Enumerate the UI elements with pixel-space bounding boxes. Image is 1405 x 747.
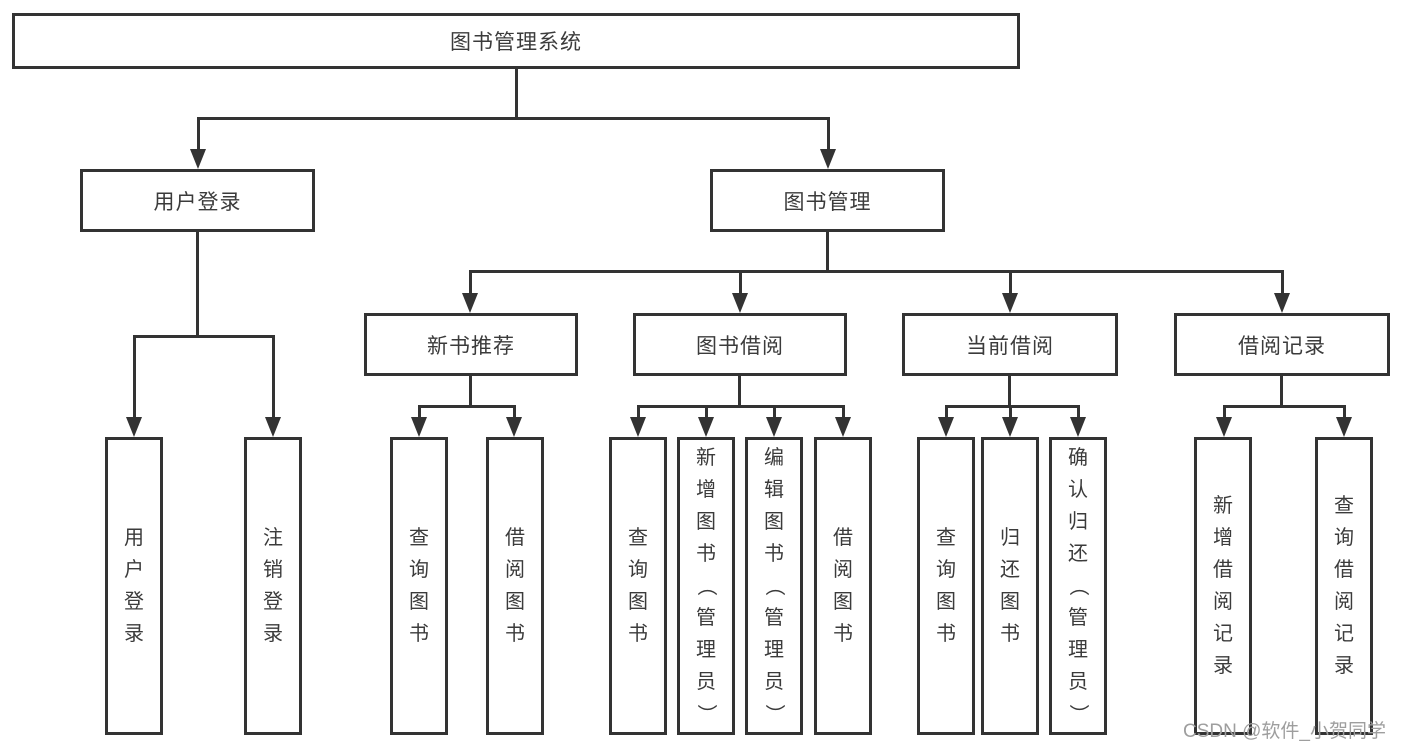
leaf-borrow-books: 借阅图书 — [814, 437, 872, 735]
node-book-borrowing: 图书借阅 — [633, 313, 847, 376]
connector-arrow-down-icon — [1002, 405, 1018, 437]
connector-arrow-down-icon — [938, 405, 954, 437]
connector-arrow-down-icon — [766, 405, 782, 437]
connector-arrow-down-icon — [126, 335, 142, 437]
connector-line — [197, 117, 829, 120]
connector-arrow-down-icon — [1216, 405, 1232, 437]
leaf-query-borrow-record: 查询借阅记录 — [1315, 437, 1373, 735]
connector-arrow-down-icon — [732, 270, 748, 313]
connector-arrow-down-icon — [630, 405, 646, 437]
connector-line — [826, 230, 829, 273]
leaf-query-books: 查询图书 — [917, 437, 975, 735]
node-book-management: 图书管理 — [710, 169, 945, 232]
connector-line — [1223, 405, 1345, 408]
connector-arrow-down-icon — [820, 117, 836, 169]
connector-arrow-down-icon — [1336, 405, 1352, 437]
leaf-add-borrow-record: 新增借阅记录 — [1194, 437, 1252, 735]
node-library-management-system: 图书管理系统 — [12, 13, 1020, 69]
leaf-query-books: 查询图书 — [609, 437, 667, 735]
connector-arrow-down-icon — [190, 117, 206, 169]
watermark: CSDN @软件_小贺同学 — [1183, 721, 1386, 742]
connector-arrow-down-icon — [265, 335, 281, 437]
connector-arrow-down-icon — [698, 405, 714, 437]
node-user-login: 用户登录 — [80, 169, 315, 232]
connector-line — [469, 374, 472, 408]
leaf-return-books: 归还图书 — [981, 437, 1039, 735]
leaf-confirm-return-admin: 确认归还（管理员） — [1049, 437, 1107, 735]
connector-line — [469, 270, 1283, 273]
connector-line — [418, 405, 516, 408]
leaf-user-login: 用户登录 — [105, 437, 163, 735]
connector-line — [638, 405, 844, 408]
connector-line — [738, 374, 741, 408]
leaf-logout: 注销登录 — [244, 437, 302, 735]
connector-line — [1280, 374, 1283, 408]
leaf-borrow-books: 借阅图书 — [486, 437, 544, 735]
connector-line — [1008, 374, 1011, 408]
connector-arrow-down-icon — [411, 405, 427, 437]
connector-arrow-down-icon — [835, 405, 851, 437]
connector-arrow-down-icon — [506, 405, 522, 437]
connector-arrow-down-icon — [1002, 270, 1018, 313]
leaf-add-books-admin: 新增图书（管理员） — [677, 437, 735, 735]
connector-line — [133, 335, 275, 338]
node-current-borrowing: 当前借阅 — [902, 313, 1118, 376]
connector-line — [196, 230, 199, 337]
connector-arrow-down-icon — [462, 270, 478, 313]
connector-line — [515, 68, 518, 118]
node-new-book-recommendation: 新书推荐 — [364, 313, 578, 376]
connector-line — [945, 405, 1079, 408]
leaf-edit-books-admin: 编辑图书（管理员） — [745, 437, 803, 735]
connector-arrow-down-icon — [1274, 270, 1290, 313]
leaf-query-books: 查询图书 — [390, 437, 448, 735]
connector-arrow-down-icon — [1070, 405, 1086, 437]
node-borrowing-records: 借阅记录 — [1174, 313, 1390, 376]
